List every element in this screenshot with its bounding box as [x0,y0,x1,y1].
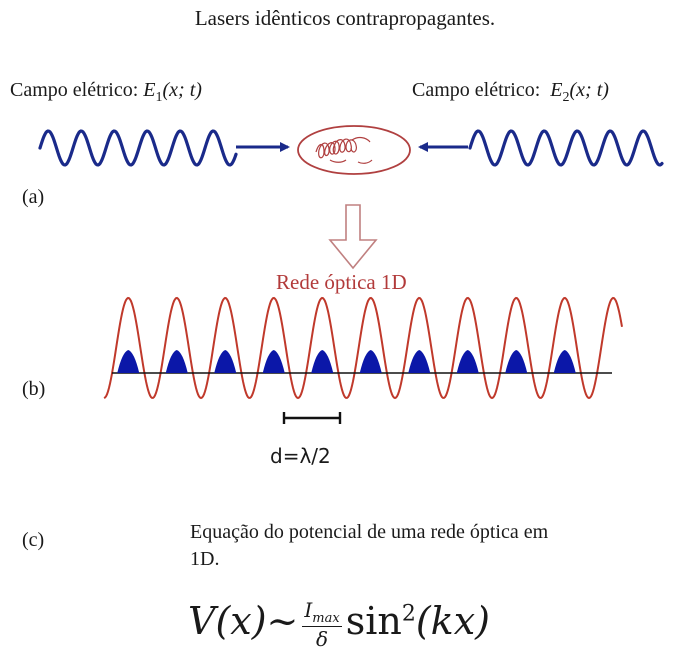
atom-3 [214,350,237,373]
left-laser-wave [38,129,238,167]
atom-2 [165,350,188,373]
left-field-args: (x; t) [162,79,202,101]
left-field-prefix: Campo elétrico: [10,79,144,101]
atom-cloud-squiggles [315,136,373,164]
panel-label-b: (b) [22,378,46,400]
equation-description: Equação do potencial de uma rede óptica … [190,521,549,570]
atom-9 [505,350,528,373]
lattice-potential-curve [103,296,623,400]
left-field-subscript: 1 [155,90,163,105]
formula-func: sin [345,599,402,643]
atom-7 [408,350,431,373]
atom-10 [553,350,576,373]
atom-6 [359,350,382,373]
right-field-symbol: E [550,79,563,101]
trapped-atoms [117,350,576,373]
right-laser-wave [468,129,664,167]
atom-8 [456,350,479,373]
atom-cloud [297,125,411,175]
spacing-bar [282,412,342,424]
lattice-label: Rede óptica 1D [276,270,407,294]
right-field-prefix: Campo elétrico: [412,79,551,101]
formula-arg: (kx) [415,599,490,643]
panel-label-a: (a) [22,186,45,208]
formula-numerator-sub: max [312,611,340,626]
right-field-subscript: 2 [562,90,570,105]
panel-label-c: (c) [22,529,45,551]
formula-denominator: δ [316,627,329,651]
right-field-args: (x; t) [569,79,609,101]
left-field-label: Campo elétrico: E1(x; t) [10,79,202,106]
formula-numerator-symbol: I [304,598,313,622]
spacing-label: d=λ/2 [270,444,331,468]
formula-numerator: Imax [302,598,342,627]
formula-lhs: V(x)~ [188,599,299,643]
right-field-label: Campo elétrico: E2(x; t) [412,79,609,106]
diagram-title: Lasers idênticos contrapropagantes. [194,6,496,30]
down-arrow [328,204,378,270]
atom-1 [117,350,140,373]
formula-power: 2 [401,601,416,627]
atom-4 [262,350,285,373]
left-field-symbol: E [143,79,156,101]
atom-5 [311,350,334,373]
